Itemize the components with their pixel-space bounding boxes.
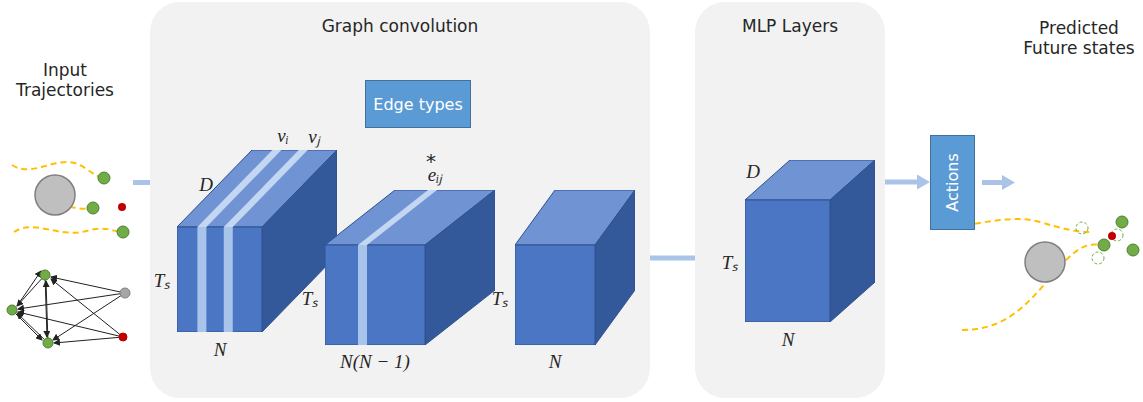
- illustration-stroke: [43, 338, 53, 348]
- illustration-stroke: [7, 305, 17, 315]
- edge-label: *: [426, 149, 436, 173]
- illustration-stroke: [1092, 252, 1104, 264]
- tensor-cube-shape: [325, 190, 495, 345]
- dimension-label: vᵢ: [277, 125, 288, 147]
- dimension-label: Tₛ: [302, 285, 319, 311]
- cube-front-face: [745, 200, 830, 322]
- stage-panel: MLP LayersDTₛN: [695, 2, 885, 398]
- input-scene: [12, 162, 129, 238]
- dimension-label: Tₛ: [154, 267, 171, 293]
- illustration-stroke: [17, 271, 41, 306]
- panel-title: Graph convolution: [150, 16, 650, 36]
- illustration-stroke: [1002, 175, 1015, 190]
- dimension-label: N(N − 1): [340, 351, 410, 373]
- dimension-label: D: [199, 174, 213, 196]
- cube-side-face: [830, 160, 875, 322]
- illustration-stroke: [17, 275, 45, 306]
- illustration-stroke: [54, 337, 123, 343]
- illustration-stroke: [1025, 242, 1065, 282]
- box-label: Edge types: [373, 95, 462, 114]
- dimension-label: Tₛ: [722, 249, 739, 275]
- illustration-stroke: [87, 202, 99, 214]
- illustration-stroke: [1108, 232, 1116, 240]
- cube-side-face: [425, 190, 495, 345]
- panel-title: MLP Layers: [695, 16, 885, 36]
- box-label: Actions: [943, 153, 962, 211]
- illustration-stroke: [1116, 216, 1128, 228]
- illustration-stroke: [119, 333, 127, 341]
- process-box: Edge types: [365, 80, 470, 128]
- tensor-cube: TₛN: [515, 190, 635, 345]
- illustration-stroke: [40, 270, 50, 280]
- dimension-label: vⱼ: [308, 123, 319, 149]
- cube-front-face: [515, 245, 595, 345]
- illustration-stroke: [14, 227, 123, 233]
- illustration-stroke: [982, 180, 1004, 185]
- slice-stripe: [224, 150, 308, 227]
- cube-front-face: [325, 245, 425, 345]
- illustration-stroke: [17, 313, 48, 343]
- illustration-stroke: [18, 312, 123, 337]
- dimension-label: N: [782, 329, 795, 351]
- process-box: Actions: [930, 135, 975, 230]
- illustration-stroke: [98, 172, 110, 184]
- dimension-label: D: [746, 161, 760, 183]
- arrow-head: [917, 175, 930, 190]
- illustration-stroke: [1076, 222, 1088, 234]
- dimension-label: Tₛ: [492, 285, 509, 311]
- illustration-stroke: [965, 219, 1090, 232]
- stage-panel: Graph convolutionDvᵢvⱼTₛNEdge typeseᵢⱼTₛ…: [150, 2, 650, 398]
- tensor-cube-shape: [515, 190, 635, 345]
- section-label: Predicted Future states: [1018, 18, 1140, 59]
- illustration-stroke: [117, 226, 129, 238]
- input-graph: [7, 270, 130, 348]
- predicted-scene: [962, 216, 1139, 330]
- slice-stripe: [197, 227, 206, 332]
- illustration-stroke: [46, 281, 48, 343]
- slice-stripe: [358, 245, 367, 345]
- dimension-label: N: [214, 339, 227, 361]
- illustration-stroke: [118, 203, 126, 211]
- illustration-stroke: [1098, 239, 1110, 251]
- section-label: Input Trajectories: [5, 60, 125, 101]
- illustration-stroke: [1127, 244, 1139, 256]
- tensor-cube: eᵢⱼTₛN(N − 1): [325, 190, 495, 345]
- slice-stripe: [224, 227, 233, 332]
- illustration-stroke: [51, 277, 125, 293]
- tensor-cube-shape: [745, 160, 875, 322]
- tensor-cube: DTₛN: [745, 160, 875, 322]
- illustration-stroke: [120, 288, 130, 298]
- slice-stripe: [358, 190, 437, 245]
- cube-side-face: [595, 190, 635, 345]
- cube-front-face: [177, 227, 262, 332]
- illustration-stroke: [53, 293, 125, 340]
- illustration-stroke: [35, 175, 75, 215]
- dimension-label: N: [549, 351, 562, 373]
